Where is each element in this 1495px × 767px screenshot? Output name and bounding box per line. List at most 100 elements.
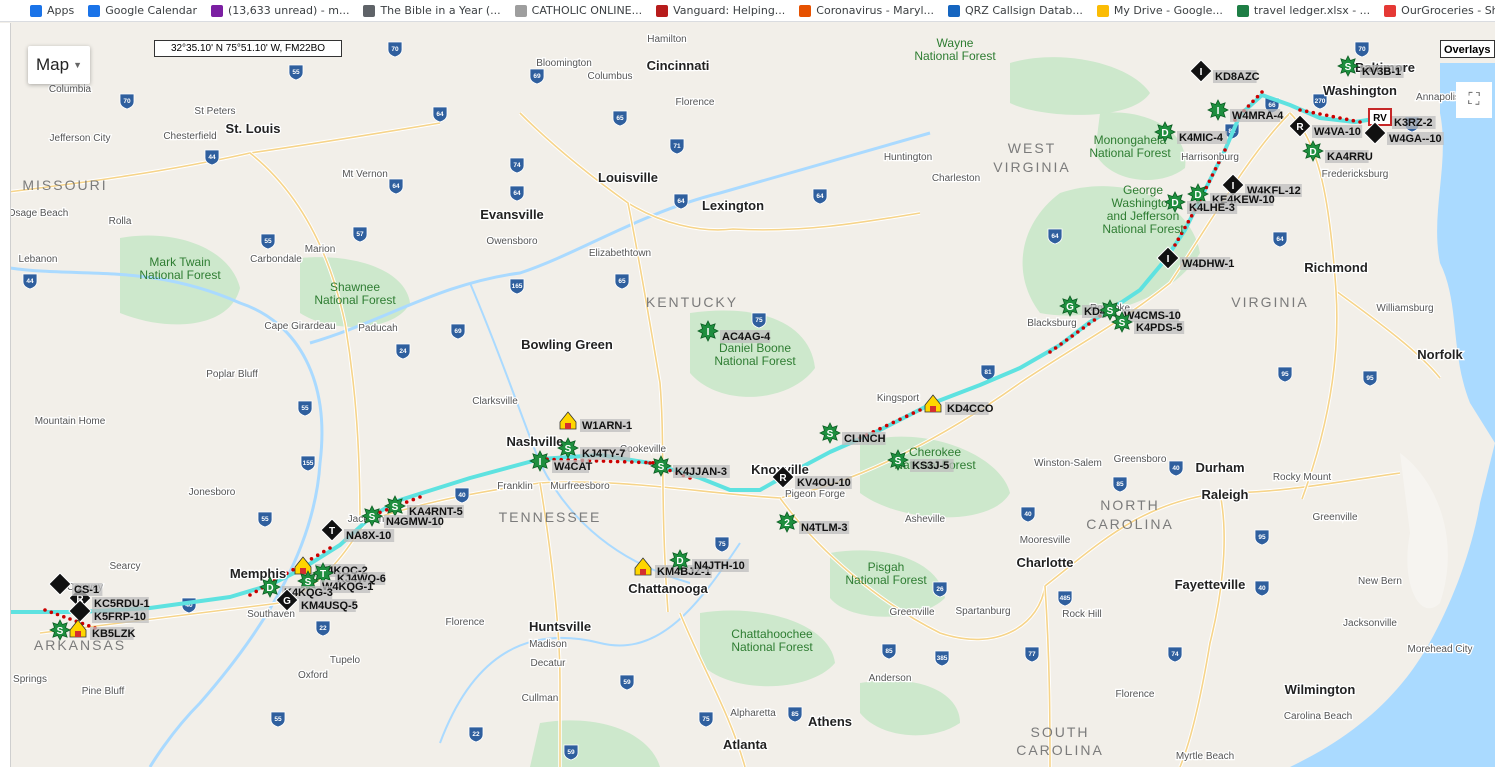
- bookmark-3[interactable]: The Bible in a Year (...: [363, 4, 501, 17]
- bookmark-8[interactable]: My Drive - Google...: [1096, 4, 1223, 17]
- shield-number: 69: [533, 73, 541, 80]
- overlays-button[interactable]: Overlays: [1440, 40, 1495, 58]
- map-type-selector[interactable]: Map▼: [28, 46, 90, 84]
- forest-label: National Forest: [1089, 146, 1171, 160]
- city-label: Mountain Home: [35, 416, 106, 427]
- interstate-shield-35: 59: [619, 674, 635, 691]
- city-label: Durham: [1195, 460, 1244, 475]
- track-dot-83: [1220, 154, 1224, 159]
- map-canvas[interactable]: 5770695564704455576464746571646465165692…: [0, 23, 1495, 767]
- city-label: New Bern: [1358, 576, 1402, 587]
- aprs-station-38[interactable]: KB5LZK: [69, 619, 135, 640]
- shield-icon: [698, 711, 714, 728]
- callsign-background: [1230, 109, 1281, 122]
- bookmark-1[interactable]: Google Calendar: [88, 4, 197, 17]
- bookmark-label: Apps: [47, 4, 75, 17]
- shield-number: 55: [292, 69, 300, 76]
- map-svg[interactable]: 5770695564704455576464746571646465165692…: [0, 23, 1495, 767]
- callsign-background: [1177, 131, 1228, 144]
- city-label: Evansville: [480, 207, 544, 222]
- shield-number: 22: [472, 731, 480, 738]
- station-callsign: CLINCH: [844, 433, 886, 445]
- black-diamond-icon: [1156, 246, 1180, 270]
- state-label: ARKANSAS: [34, 637, 126, 653]
- forest-label: National Forest: [714, 354, 796, 368]
- bookmark-label: (13,633 unread) - m...: [227, 4, 350, 17]
- station-callsign: K4LHE-3: [1189, 202, 1235, 214]
- shield-number: 59: [623, 679, 631, 686]
- station-callsign: W4KQG-1: [322, 581, 373, 593]
- city-label: Paducah: [358, 323, 397, 334]
- aprs-station-6[interactable]: W4GA--10: [1363, 121, 1444, 145]
- interstate-road-7: [779, 497, 1046, 641]
- city-label: Carbondale: [250, 254, 302, 265]
- bookmark-10[interactable]: OurGroceries - Sho...: [1384, 4, 1495, 17]
- shield-icon: [934, 650, 950, 667]
- bookmark-4[interactable]: CATHOLIC ONLINE...: [514, 4, 642, 17]
- forest-label: and Jefferson: [1107, 209, 1180, 223]
- aprs-station-19[interactable]: W1ARN-1: [559, 411, 632, 432]
- track-dot-60: [1053, 346, 1058, 350]
- shield-icon: [288, 64, 304, 81]
- forest-label: National Forest: [314, 293, 396, 307]
- forest-label: Cherokee: [909, 445, 961, 459]
- interstate-road-9: [1179, 492, 1225, 767]
- bookmark-7[interactable]: QRZ Callsign Datab...: [948, 4, 1083, 17]
- track-dot-88: [1246, 104, 1251, 108]
- station-symbol: D: [1309, 147, 1316, 158]
- shield-icon: [315, 620, 331, 637]
- bookmark-6[interactable]: Coronavirus - Maryl...: [799, 4, 934, 17]
- aprs-station-37[interactable]: CS-1: [48, 572, 103, 596]
- forest-label: National Forest: [914, 49, 996, 63]
- shield-icon: [450, 323, 466, 340]
- track-dot-36: [622, 460, 627, 464]
- shield-number: 22: [319, 625, 327, 632]
- station-symbol: S: [658, 462, 665, 473]
- state-label: NORTH: [1100, 497, 1160, 513]
- left-panel-edge: [0, 23, 11, 767]
- fullscreen-button[interactable]: ⛶: [1456, 82, 1492, 118]
- shield-number: 95: [1281, 371, 1289, 378]
- station-callsign: KD8AZC: [1215, 71, 1260, 83]
- bookmark-2[interactable]: (13,633 unread) - m...: [210, 4, 350, 17]
- bookmark-9[interactable]: travel ledger.xlsx - ...: [1236, 4, 1370, 17]
- station-symbol: D: [676, 556, 683, 567]
- aprs-station-16[interactable]: KD4CCO: [924, 394, 994, 415]
- bookmark-5[interactable]: Vanguard: Helping...: [656, 4, 785, 17]
- shield-number: 55: [301, 405, 309, 412]
- bookmark-0[interactable]: Apps: [30, 4, 74, 17]
- shield-icon: [1312, 93, 1328, 110]
- shield-icon: [119, 93, 135, 110]
- station-symbol: S: [369, 512, 376, 523]
- station-callsign: KJ4TY-7: [582, 448, 625, 460]
- aprs-station-36[interactable]: K5FRP-10: [68, 599, 149, 623]
- callsign-background: [1312, 125, 1363, 138]
- track-dot-70: [1176, 237, 1181, 241]
- aprs-station-39[interactable]: S: [49, 619, 71, 641]
